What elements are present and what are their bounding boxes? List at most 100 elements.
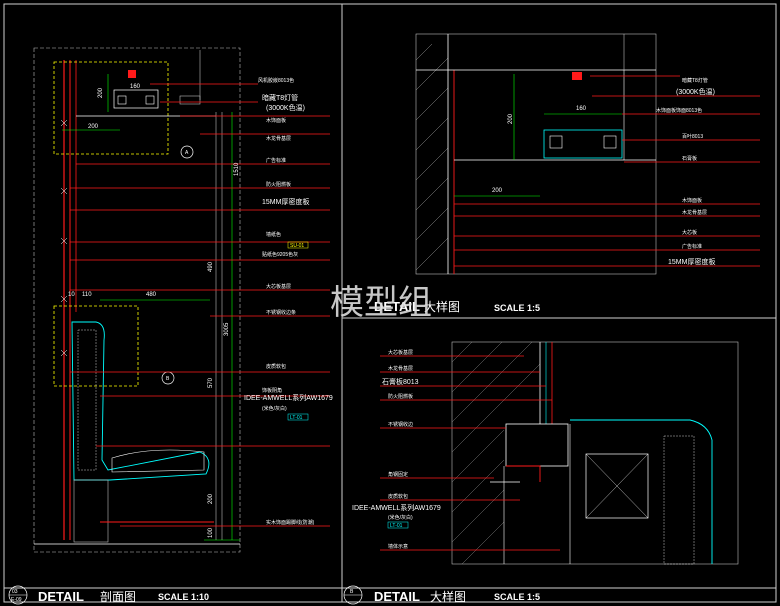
label-fireproof: 防火阻燃板 [266, 181, 291, 188]
label-corner: 饰板阴角 [262, 387, 282, 394]
light-vent-b [145, 95, 155, 105]
right-bottom-detail [380, 341, 739, 565]
rb-wall-hatch [451, 341, 541, 565]
seat-outline [71, 321, 210, 481]
rb-label-angle: 角钢固定 [388, 471, 408, 478]
rt-label-mdf: 15MM厚密度板 [668, 257, 715, 266]
left-section-drawing [33, 47, 330, 553]
marker-a-text: A [185, 150, 189, 156]
rt-label-keel: 木龙骨基层 [682, 209, 707, 216]
rt-light-trough [543, 129, 623, 159]
dim-1510: 1510 [234, 162, 240, 176]
rt-frame [415, 33, 657, 275]
dim-100: 100 [208, 527, 214, 538]
watermark: 模型组 [330, 283, 432, 323]
rt-label-veneer: 木饰面板 [682, 197, 702, 204]
right-title-scale: SCALE 1:5 [494, 592, 540, 602]
left-title-block: 03 E-09 DETAIL 剖面图 SCALE 1:10 [8, 585, 209, 605]
left-title-scale: SCALE 1:10 [158, 592, 209, 602]
rb-label-idee: IDEE-AMWELL系列AW1679 [352, 503, 441, 512]
label-3000k: (3000K色温) [266, 103, 305, 112]
left-title-name: 剖面图 [100, 590, 136, 604]
label-beige: (米色/灰白) [262, 405, 287, 412]
seat-back-padding [77, 329, 97, 471]
seat-base [73, 479, 109, 543]
rt-label-louver: 百叶8013 [682, 133, 703, 140]
sheet-border [3, 3, 777, 603]
label-std: 广告标准 [266, 157, 286, 164]
light-vent-a [117, 95, 127, 105]
label-keel: 木龙骨基层 [266, 135, 291, 142]
rb-label-core: 大芯板基层 [388, 349, 413, 356]
rb-seat-frame [585, 453, 649, 519]
tag-lt01-box [287, 413, 309, 421]
rt-vent-a [549, 135, 563, 149]
rt-dim-200h-text: 200 [492, 188, 503, 194]
lamp-icon [128, 70, 136, 78]
leader-lines-left [70, 83, 330, 527]
right-title-block: B DETAIL 大样图 SCALE 1:5 [343, 585, 540, 605]
right-title-tag-top: B [350, 589, 354, 595]
rt-wall-hatch [415, 43, 449, 271]
label-core: 大芯板基层 [266, 283, 291, 290]
rb-label-steel: 不锈钢收边 [388, 421, 413, 428]
dim-490: 490 [208, 261, 214, 272]
seat-cushion [111, 449, 205, 473]
ceiling-detail-box [53, 61, 169, 155]
section-marker-a [180, 145, 194, 159]
label-t8: 暗藏T8灯管 [262, 93, 298, 102]
dim-200-ceiling: 200 [98, 87, 104, 98]
label-leather: 皮质软包 [266, 363, 286, 370]
label-mdf: 15MM厚密度板 [262, 197, 309, 206]
wall-anchor-marks [60, 119, 68, 357]
label-sticker: 贴纸色9205色灰 [262, 251, 298, 258]
light-trough [113, 89, 159, 109]
rb-label-leather: 皮质软包 [388, 493, 408, 500]
rt-label-veneer8013: 木饰面板饰面8013色 [656, 107, 702, 114]
label-veneer: 木饰面板 [266, 117, 286, 124]
rb-frame [451, 341, 739, 565]
label-fan: 风机胶嵌8013色 [258, 77, 294, 84]
section-frame [33, 47, 241, 553]
rb-label-fireproof: 防火阻燃板 [388, 393, 413, 400]
rb-steel-block [505, 423, 569, 467]
rb-tag-box [387, 521, 409, 529]
rb-label-beige: (米色/灰白) [388, 514, 413, 521]
rt-lamp-icon [572, 72, 582, 80]
rt-dim-160-text: 160 [576, 106, 587, 112]
label-idee: IDEE-AMWELL系列AW1679 [244, 393, 333, 402]
dim-570: 570 [208, 377, 214, 388]
rt-label-std: 广告标准 [682, 243, 702, 250]
rb-tag: LT-01 [390, 523, 403, 529]
rb-seat-outline [570, 419, 713, 564]
rt-leader-lines [454, 75, 760, 267]
rb-foam [663, 435, 695, 565]
rt-dim-200v-text: 200 [508, 113, 514, 124]
dim-200-h: 200 [88, 124, 99, 130]
right-title-word: DETAIL [374, 589, 420, 604]
tag-su01-box [287, 241, 309, 249]
label-wallpaper: 墙纸色 [266, 231, 281, 238]
left-title-tag-bottom: E-09 [11, 597, 22, 603]
dim-160: 160 [130, 84, 141, 90]
dim-10: 10 [68, 292, 75, 298]
rb-label-gypsum: 石膏板8013 [382, 377, 419, 386]
dim-480: 480 [146, 292, 157, 298]
rt-vent-b [603, 135, 617, 149]
label-skirting: 实木饰面踢脚线(防潮) [266, 519, 315, 526]
rb-seat-cross [585, 453, 649, 519]
left-title-tag-top: 03 [12, 589, 18, 595]
marker-b-text: B [166, 376, 170, 382]
rt-title-name: 大样图 [424, 299, 460, 314]
rb-leader-lines [380, 355, 560, 551]
rt-title-word: DETAIL [374, 299, 420, 314]
rb-label-keel: 木龙骨基层 [388, 365, 413, 372]
rb-angle-bracket [506, 465, 541, 482]
hanger-bracket [179, 95, 201, 105]
right-top-labels: 暗藏T8灯管 (3000K色温) 木饰面板饰面8013色 百叶8013 石膏板 … [492, 77, 715, 266]
label-steel: 不锈钢收边条 [266, 309, 296, 316]
dim-3005: 3005 [224, 322, 230, 336]
right-bottom-labels: 大芯板基层 木龙骨基层 石膏板8013 防火阻燃板 不锈钢收边 角钢固定 皮质软… [352, 349, 441, 550]
right-top-detail [415, 33, 760, 275]
